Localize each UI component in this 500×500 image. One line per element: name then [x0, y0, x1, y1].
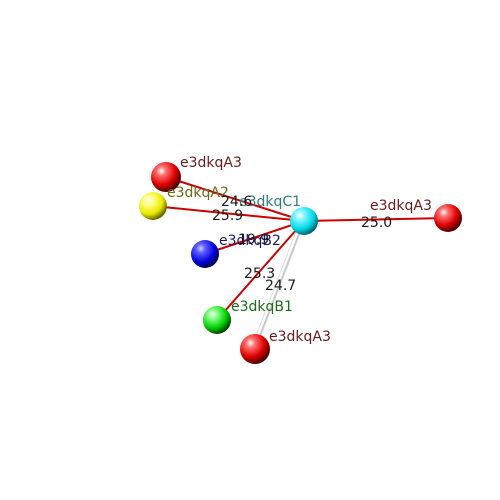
- label-red-bottom: e3dkqA3: [269, 329, 331, 345]
- distance-blue-left: 19.9: [238, 232, 269, 248]
- distance-yellow-left: 25.9: [212, 208, 243, 224]
- bond-red-right: [303, 217, 449, 222]
- bond-green-bottom: [216, 220, 305, 321]
- distance-green-bottom: 25.3: [244, 266, 275, 282]
- atom-green-bottom[interactable]: [203, 306, 231, 334]
- bond-yellow-left: [152, 205, 305, 222]
- atom-blue-left[interactable]: [191, 240, 219, 268]
- atom-red-right[interactable]: [434, 204, 462, 232]
- atom-center[interactable]: [290, 207, 318, 235]
- atom-red-bottom[interactable]: [240, 334, 270, 364]
- label-center: e3dkqC1: [239, 194, 301, 210]
- atom-yellow-left[interactable]: [139, 192, 167, 220]
- label-blue-left: e3dkqB2: [219, 233, 281, 249]
- distance-red-right: 25.0: [361, 215, 392, 231]
- distance-red-top-left: 24.6: [221, 194, 252, 210]
- distance-labels: 24.6 25.9 19.9 25.3 24.7 25.0: [212, 194, 392, 294]
- bonds: [152, 176, 449, 350]
- bond-blue-left: [204, 220, 305, 255]
- atoms: [139, 162, 462, 364]
- label-red-right: e3dkqA3: [370, 198, 432, 214]
- bond-red-bottom-2: [250, 220, 301, 350]
- label-green-bottom: e3dkqB1: [231, 299, 293, 315]
- bond-red-top-left: [165, 176, 305, 222]
- bond-red-bottom: [254, 220, 305, 350]
- atom-labels: e3dkqA3 e3dkqA2 e3dkqC1 e3dkqB2 e3dkqB1 …: [167, 155, 432, 345]
- label-red-top-left: e3dkqA3: [180, 155, 242, 171]
- atom-red-top-left[interactable]: [151, 162, 181, 192]
- label-yellow-left: e3dkqA2: [167, 185, 229, 201]
- distance-red-bottom: 24.7: [265, 278, 296, 294]
